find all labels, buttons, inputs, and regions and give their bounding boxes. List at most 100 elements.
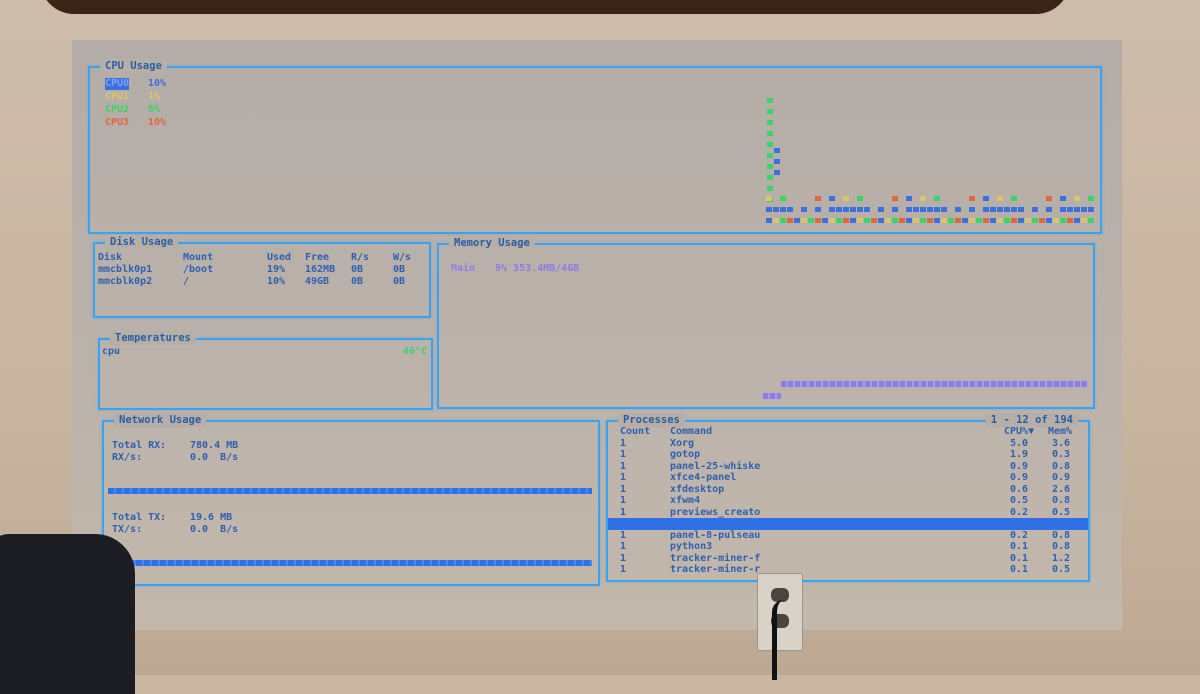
- cpu-graph-dot: [829, 207, 835, 212]
- cpu-graph-dot: [836, 207, 842, 212]
- disk-header-ws: W/s: [393, 252, 412, 263]
- cpu-legend-3-name: CPU3: [105, 117, 130, 128]
- cpu-graph-dot: [857, 196, 863, 201]
- cpu-graph-dot: [1074, 218, 1080, 223]
- process-command: panel-8-pulseau: [670, 529, 761, 541]
- cpu-graph-dot: [871, 218, 877, 223]
- cpu-graph-dot: [962, 218, 968, 223]
- network-rx-rate-label: RX/s:: [112, 452, 143, 463]
- disk-row-1-rs: 0B: [351, 276, 364, 287]
- cpu-graph-dot: [997, 207, 1003, 212]
- process-count: 1: [620, 460, 627, 472]
- process-count: 1: [620, 552, 627, 564]
- header-count[interactable]: Count: [620, 426, 651, 437]
- cpu-graph-dot: [885, 218, 891, 223]
- process-cpu: 0.1: [1010, 564, 1029, 575]
- processes-title: Processes: [618, 413, 685, 427]
- cpu-legend-2-value: 6%: [148, 104, 161, 115]
- power-cord: [772, 600, 793, 680]
- cpu-graph-dot: [1088, 218, 1094, 223]
- header-cpu[interactable]: CPU%▼: [1004, 426, 1035, 437]
- disk-row-1-used: 10%: [267, 276, 286, 287]
- cpu-graph-dot: [801, 218, 807, 223]
- cpu-graph-dot: [997, 196, 1003, 201]
- disk-header-mount: Mount: [183, 252, 214, 263]
- cpu-graph-dot: [976, 218, 982, 223]
- cpu-graph-dot: [836, 218, 842, 223]
- header-mem[interactable]: Mem%: [1048, 426, 1073, 437]
- process-command: panel-25-whiske: [670, 460, 761, 472]
- cpu-graph-dot: [983, 218, 989, 223]
- cpu-graph-dot: [767, 175, 773, 180]
- cpu-graph-dot: [829, 218, 835, 223]
- process-count: 1: [620, 472, 627, 483]
- network-tx-rate-value: 0.0 B/s: [190, 524, 239, 535]
- cpu-graph-dot: [969, 196, 975, 201]
- cpu-graph-dot: [857, 218, 863, 223]
- process-row[interactable]: [608, 518, 1088, 530]
- cpu-graph-dot: [934, 218, 940, 223]
- temperature-sensor-name: cpu: [102, 346, 121, 357]
- disk-row-0-ws: 0B: [393, 264, 406, 275]
- cpu-graph-dot: [892, 218, 898, 223]
- cpu-graph-dot: [927, 207, 933, 212]
- processes-range: 1 - 12 of 194: [985, 413, 1078, 427]
- disk-row-1-mount: /: [183, 276, 190, 287]
- cpu-graph-dot: [1067, 207, 1073, 212]
- process-command: gotop: [670, 449, 701, 460]
- process-cpu: 0.5: [1010, 495, 1029, 506]
- process-cpu: 0.2: [1010, 506, 1029, 518]
- processes-panel[interactable]: Processes 1 - 12 of 194 Count Command CP…: [606, 413, 1090, 582]
- memory-main-value: 9% 353.4MB/4GB: [495, 263, 580, 274]
- cpu-graph-dot: [1060, 196, 1066, 201]
- cpu-graph-dot: [955, 218, 961, 223]
- cpu-graph-dot: [780, 196, 786, 201]
- cpu-graph-dot: [780, 207, 786, 212]
- disk-row-1-free: 49GB: [305, 276, 330, 287]
- cpu-graph-dot: [941, 207, 947, 212]
- process-mem: 1.2: [1052, 552, 1071, 564]
- cpu-usage-title: CPU Usage: [100, 59, 167, 73]
- cpu-graph-dot: [899, 218, 905, 223]
- process-command: previews_creato: [670, 506, 761, 518]
- cpu-graph-dot: [850, 207, 856, 212]
- cpu-graph-dot: [767, 98, 773, 103]
- cpu-graph-dot: [934, 207, 940, 212]
- cpu-graph-dot: [1053, 218, 1059, 223]
- network-rx-graph: [108, 488, 592, 494]
- header-command[interactable]: Command: [670, 426, 713, 437]
- cpu-graph-dot: [990, 218, 996, 223]
- cpu-graph-dot: [801, 207, 807, 212]
- disk-row-0-free: 162MB: [305, 264, 336, 275]
- cpu-graph-dot: [850, 218, 856, 223]
- picture-frame: [40, 0, 1070, 14]
- network-tx-total-label: Total TX:: [112, 512, 167, 523]
- cpu-graph-dot: [892, 196, 898, 201]
- process-cpu: 0.2: [1010, 529, 1029, 541]
- memory-graph-line: [781, 381, 1087, 387]
- cpu-graph-dot: [906, 218, 912, 223]
- process-cpu: 0.1: [1010, 541, 1029, 552]
- cpu-graph-dot: [1088, 196, 1094, 201]
- cpu-graph-dot: [864, 218, 870, 223]
- process-cpu: 0.9: [1010, 472, 1029, 483]
- process-count: 1: [620, 529, 627, 541]
- cpu-graph-dot: [920, 196, 926, 201]
- process-mem: 0.5: [1052, 564, 1071, 575]
- process-mem: 0.9: [1052, 472, 1071, 483]
- cpu-graph-dot: [815, 207, 821, 212]
- cpu-legend-2-name: CPU2: [105, 104, 130, 115]
- temperatures-panel: Temperatures cpu 46°C: [98, 331, 433, 410]
- cpu-graph-dot: [1074, 196, 1080, 201]
